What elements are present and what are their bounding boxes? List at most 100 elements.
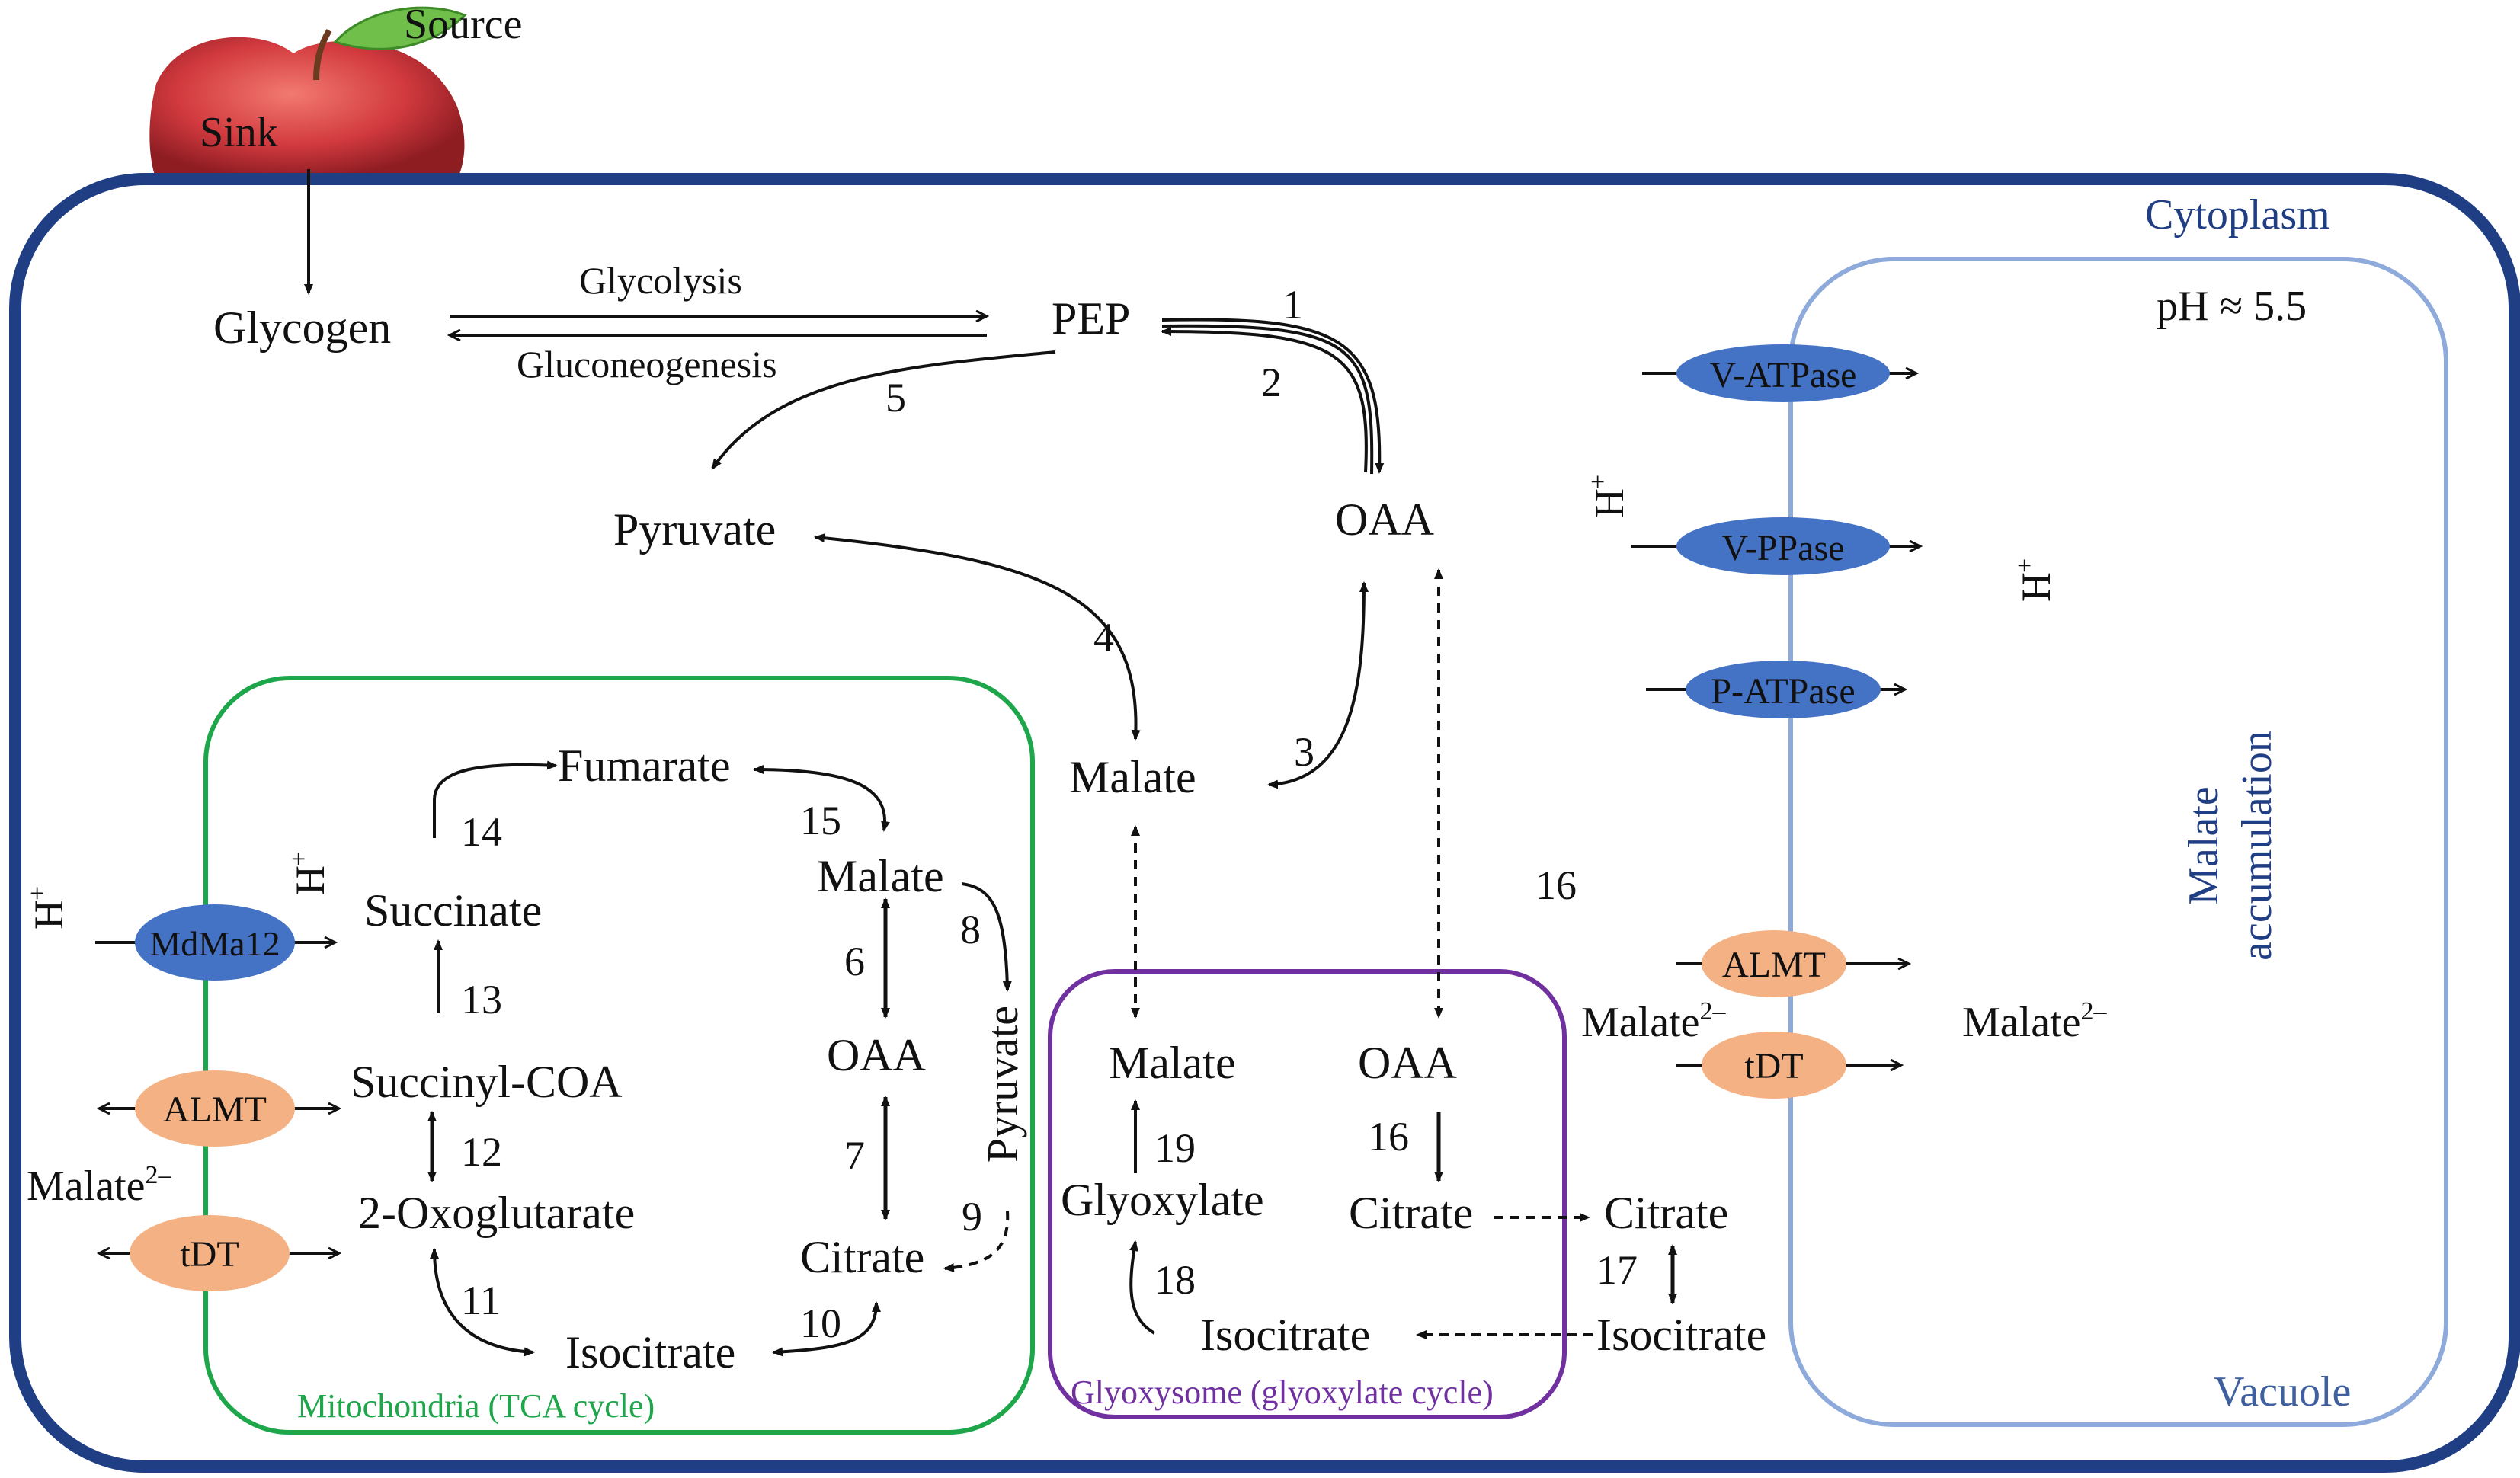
glyoxysome-boundary <box>1048 969 1567 1419</box>
ions: H + H + H + H + Malate2– Malate2– Malate… <box>24 475 2107 1210</box>
arrow-11 <box>430 1248 535 1357</box>
source-label: Source <box>404 1 523 48</box>
step-9: 9 <box>962 1194 982 1240</box>
step-3: 3 <box>1294 729 1314 775</box>
isocitrate-outside-label: Isocitrate <box>1596 1310 1766 1360</box>
citrate-glyox-label: Citrate <box>1349 1188 1473 1238</box>
malate-ion-cytosol: Malate2– <box>1581 997 1726 1046</box>
h-ion-vac-left-sup: + <box>1584 475 1612 489</box>
h-ion-vac-left: H <box>1587 488 1632 518</box>
pep-label: PEP <box>1052 293 1130 344</box>
tdt-vac-label: tDT <box>1744 1046 1803 1086</box>
step-numbers: 1 2 3 4 5 6 7 8 9 10 11 12 13 14 15 16 1… <box>461 282 1638 1346</box>
isocitrate-mito-label: Isocitrate <box>565 1327 735 1377</box>
step-19: 19 <box>1154 1125 1196 1171</box>
v-ppase-ellipse <box>1676 517 1890 575</box>
oaa-mito-label: OAA <box>827 1030 926 1080</box>
oxoglutarate-label: 2-Oxoglutarate <box>358 1188 635 1238</box>
arrow-2 <box>1161 327 1368 473</box>
malate-ion-vacuole: Malate2– <box>1962 997 2107 1046</box>
almt-mito-ellipse <box>135 1070 295 1147</box>
mdma12-label: MdMa12 <box>149 924 280 963</box>
h-ion-mito-right-sup: + <box>285 852 313 866</box>
h-ion-mito-left-sup: + <box>24 886 52 901</box>
step-6: 6 <box>844 939 865 984</box>
succinate-label: Succinate <box>364 885 542 936</box>
malate-mito-label: Malate <box>817 851 944 901</box>
tdt-mito-label: tDT <box>180 1234 239 1275</box>
step-8: 8 <box>960 907 981 952</box>
pyruvate-label: Pyruvate <box>613 504 776 555</box>
step-10: 10 <box>800 1300 841 1346</box>
svg-text:accumulation: accumulation <box>2233 731 2281 961</box>
transporters: V-ATPase V-PPase P-ATPase MdMa12 ALMT tD… <box>130 344 1890 1291</box>
citrate-outside-label: Citrate <box>1604 1188 1728 1238</box>
sink-label: Sink <box>200 109 278 156</box>
almt-vac-label: ALMT <box>1722 945 1826 985</box>
step-18: 18 <box>1154 1257 1196 1303</box>
v-atpase-ellipse <box>1676 344 1890 402</box>
arrow-9 <box>943 1211 1010 1272</box>
malate-accumulation-label: Malate accumulation <box>2180 731 2281 961</box>
vacuole-boundary <box>1788 257 2448 1427</box>
arrow-pep-line <box>1161 324 1374 475</box>
arrow-5 <box>711 350 1056 470</box>
arrow-3 <box>1267 581 1369 789</box>
step-13: 13 <box>461 977 502 1022</box>
h-ion-mito-left: H <box>26 900 72 929</box>
p-atpase-label: P-ATPase <box>1711 671 1855 712</box>
tdt-vac-ellipse <box>1702 1032 1846 1099</box>
malate-ion-mito: Malate2– <box>27 1161 171 1210</box>
arrow-10 <box>772 1301 881 1357</box>
step-5: 5 <box>885 375 906 421</box>
citrate-mito-label: Citrate <box>800 1232 924 1282</box>
step-2: 2 <box>1261 360 1282 405</box>
apple-body <box>149 37 465 180</box>
glycolysis-label: Glycolysis <box>579 259 742 302</box>
h-ion-mito-right: H <box>287 865 333 895</box>
oaa-label: OAA <box>1335 494 1434 545</box>
p-atpase-ellipse <box>1686 661 1881 718</box>
metabolites: Glycogen PEP Pyruvate OAA Malate Glycoly… <box>213 259 1766 1377</box>
glycogen-label: Glycogen <box>213 302 391 353</box>
step-16-outer: 16 <box>1535 862 1577 908</box>
cytoplasm-boundary <box>9 173 2520 1473</box>
svg-text:Malate: Malate <box>2180 786 2227 904</box>
malate-cytosol-label: Malate <box>1069 752 1196 802</box>
step-7: 7 <box>844 1133 865 1179</box>
step-11: 11 <box>461 1278 501 1323</box>
mdma12-ellipse <box>135 904 295 981</box>
apple-stem <box>313 28 332 81</box>
succinyl-coa-label: Succinyl-COA <box>351 1057 623 1107</box>
arrow-14 <box>433 760 558 838</box>
h-ion-vac-right: H <box>2013 572 2059 602</box>
arrow-18 <box>1129 1240 1156 1335</box>
step-12: 12 <box>461 1129 502 1175</box>
step-15: 15 <box>800 798 841 843</box>
v-atpase-label: V-ATPase <box>1710 355 1857 395</box>
isocitrate-glyox-label: Isocitrate <box>1200 1310 1370 1360</box>
apple-illustration: Source Sink <box>149 1 523 180</box>
vacuole-label: Vacuole <box>2214 1368 2351 1416</box>
glyoxysome-label: Glyoxysome (glyoxylate cycle) <box>1071 1374 1494 1411</box>
vacuole-ph: pH ≈ 5.5 <box>2157 283 2307 330</box>
gluconeogenesis-label: Gluconeogenesis <box>517 343 777 385</box>
arrow-8 <box>961 882 1012 992</box>
almt-mito-label: ALMT <box>163 1089 267 1130</box>
step-16-inner: 16 <box>1368 1114 1409 1160</box>
malate-glyox-label: Malate <box>1109 1038 1236 1088</box>
h-ion-vac-right-sup: + <box>2011 558 2039 573</box>
almt-vac-ellipse <box>1702 930 1846 997</box>
arrow-1 <box>1161 318 1385 474</box>
step-17: 17 <box>1596 1247 1638 1293</box>
step-4: 4 <box>1093 615 1114 661</box>
mitochondria-label: Mitochondria (TCA cycle) <box>297 1387 655 1425</box>
fumarate-label: Fumarate <box>558 741 731 791</box>
cytoplasm-label: Cytoplasm <box>2145 191 2330 238</box>
tdt-mito-ellipse <box>130 1215 290 1291</box>
step-14: 14 <box>461 809 502 855</box>
glyoxylate-label: Glyoxylate <box>1061 1175 1264 1225</box>
v-ppase-label: V-PPase <box>1722 528 1845 568</box>
